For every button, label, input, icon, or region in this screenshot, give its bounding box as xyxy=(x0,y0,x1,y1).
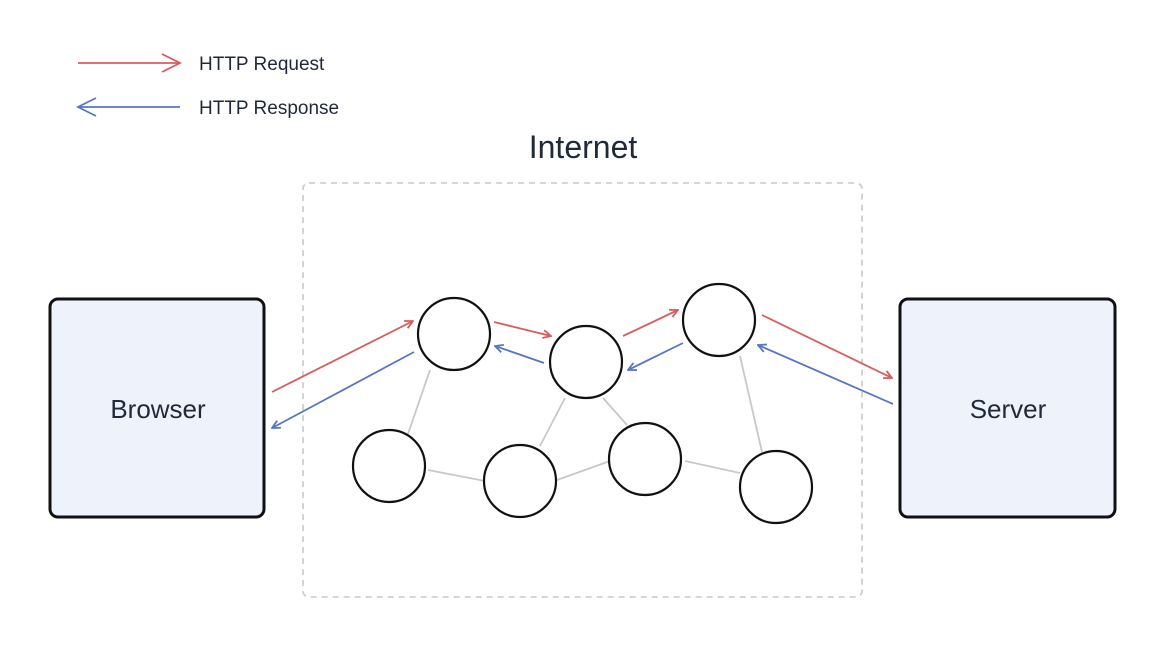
request-arrow xyxy=(761,314,892,378)
network-link xyxy=(539,397,566,447)
response-arrow xyxy=(272,351,415,428)
request-arrow xyxy=(271,321,413,393)
network-node xyxy=(351,428,427,504)
server-label: Server xyxy=(970,394,1047,424)
browser-box: Browser xyxy=(48,297,266,519)
request-path xyxy=(271,310,892,393)
network-link xyxy=(556,460,611,481)
request-arrow xyxy=(622,310,678,337)
network-node xyxy=(416,296,492,372)
request-arrow xyxy=(493,321,551,336)
response-arrow xyxy=(628,342,684,370)
legend-response-label: HTTP Response xyxy=(199,98,339,119)
network-node xyxy=(738,449,814,525)
network-nodes xyxy=(351,282,814,525)
network-link xyxy=(739,355,763,453)
network-node xyxy=(681,282,757,358)
network-link xyxy=(602,397,628,426)
network-links xyxy=(407,355,763,482)
network-node xyxy=(482,443,558,519)
network-node xyxy=(607,421,683,497)
legend-request-label: HTTP Request xyxy=(199,54,325,75)
network-link xyxy=(427,469,486,482)
network-link xyxy=(407,369,431,435)
legend: HTTP Request HTTP Response xyxy=(78,54,339,119)
response-arrow xyxy=(495,346,545,364)
server-box: Server xyxy=(898,297,1117,519)
network-link xyxy=(684,460,741,474)
network-node xyxy=(548,324,624,400)
internet-title: Internet xyxy=(529,129,638,165)
response-path xyxy=(272,342,894,428)
browser-label: Browser xyxy=(110,394,206,424)
response-arrow xyxy=(758,345,894,405)
